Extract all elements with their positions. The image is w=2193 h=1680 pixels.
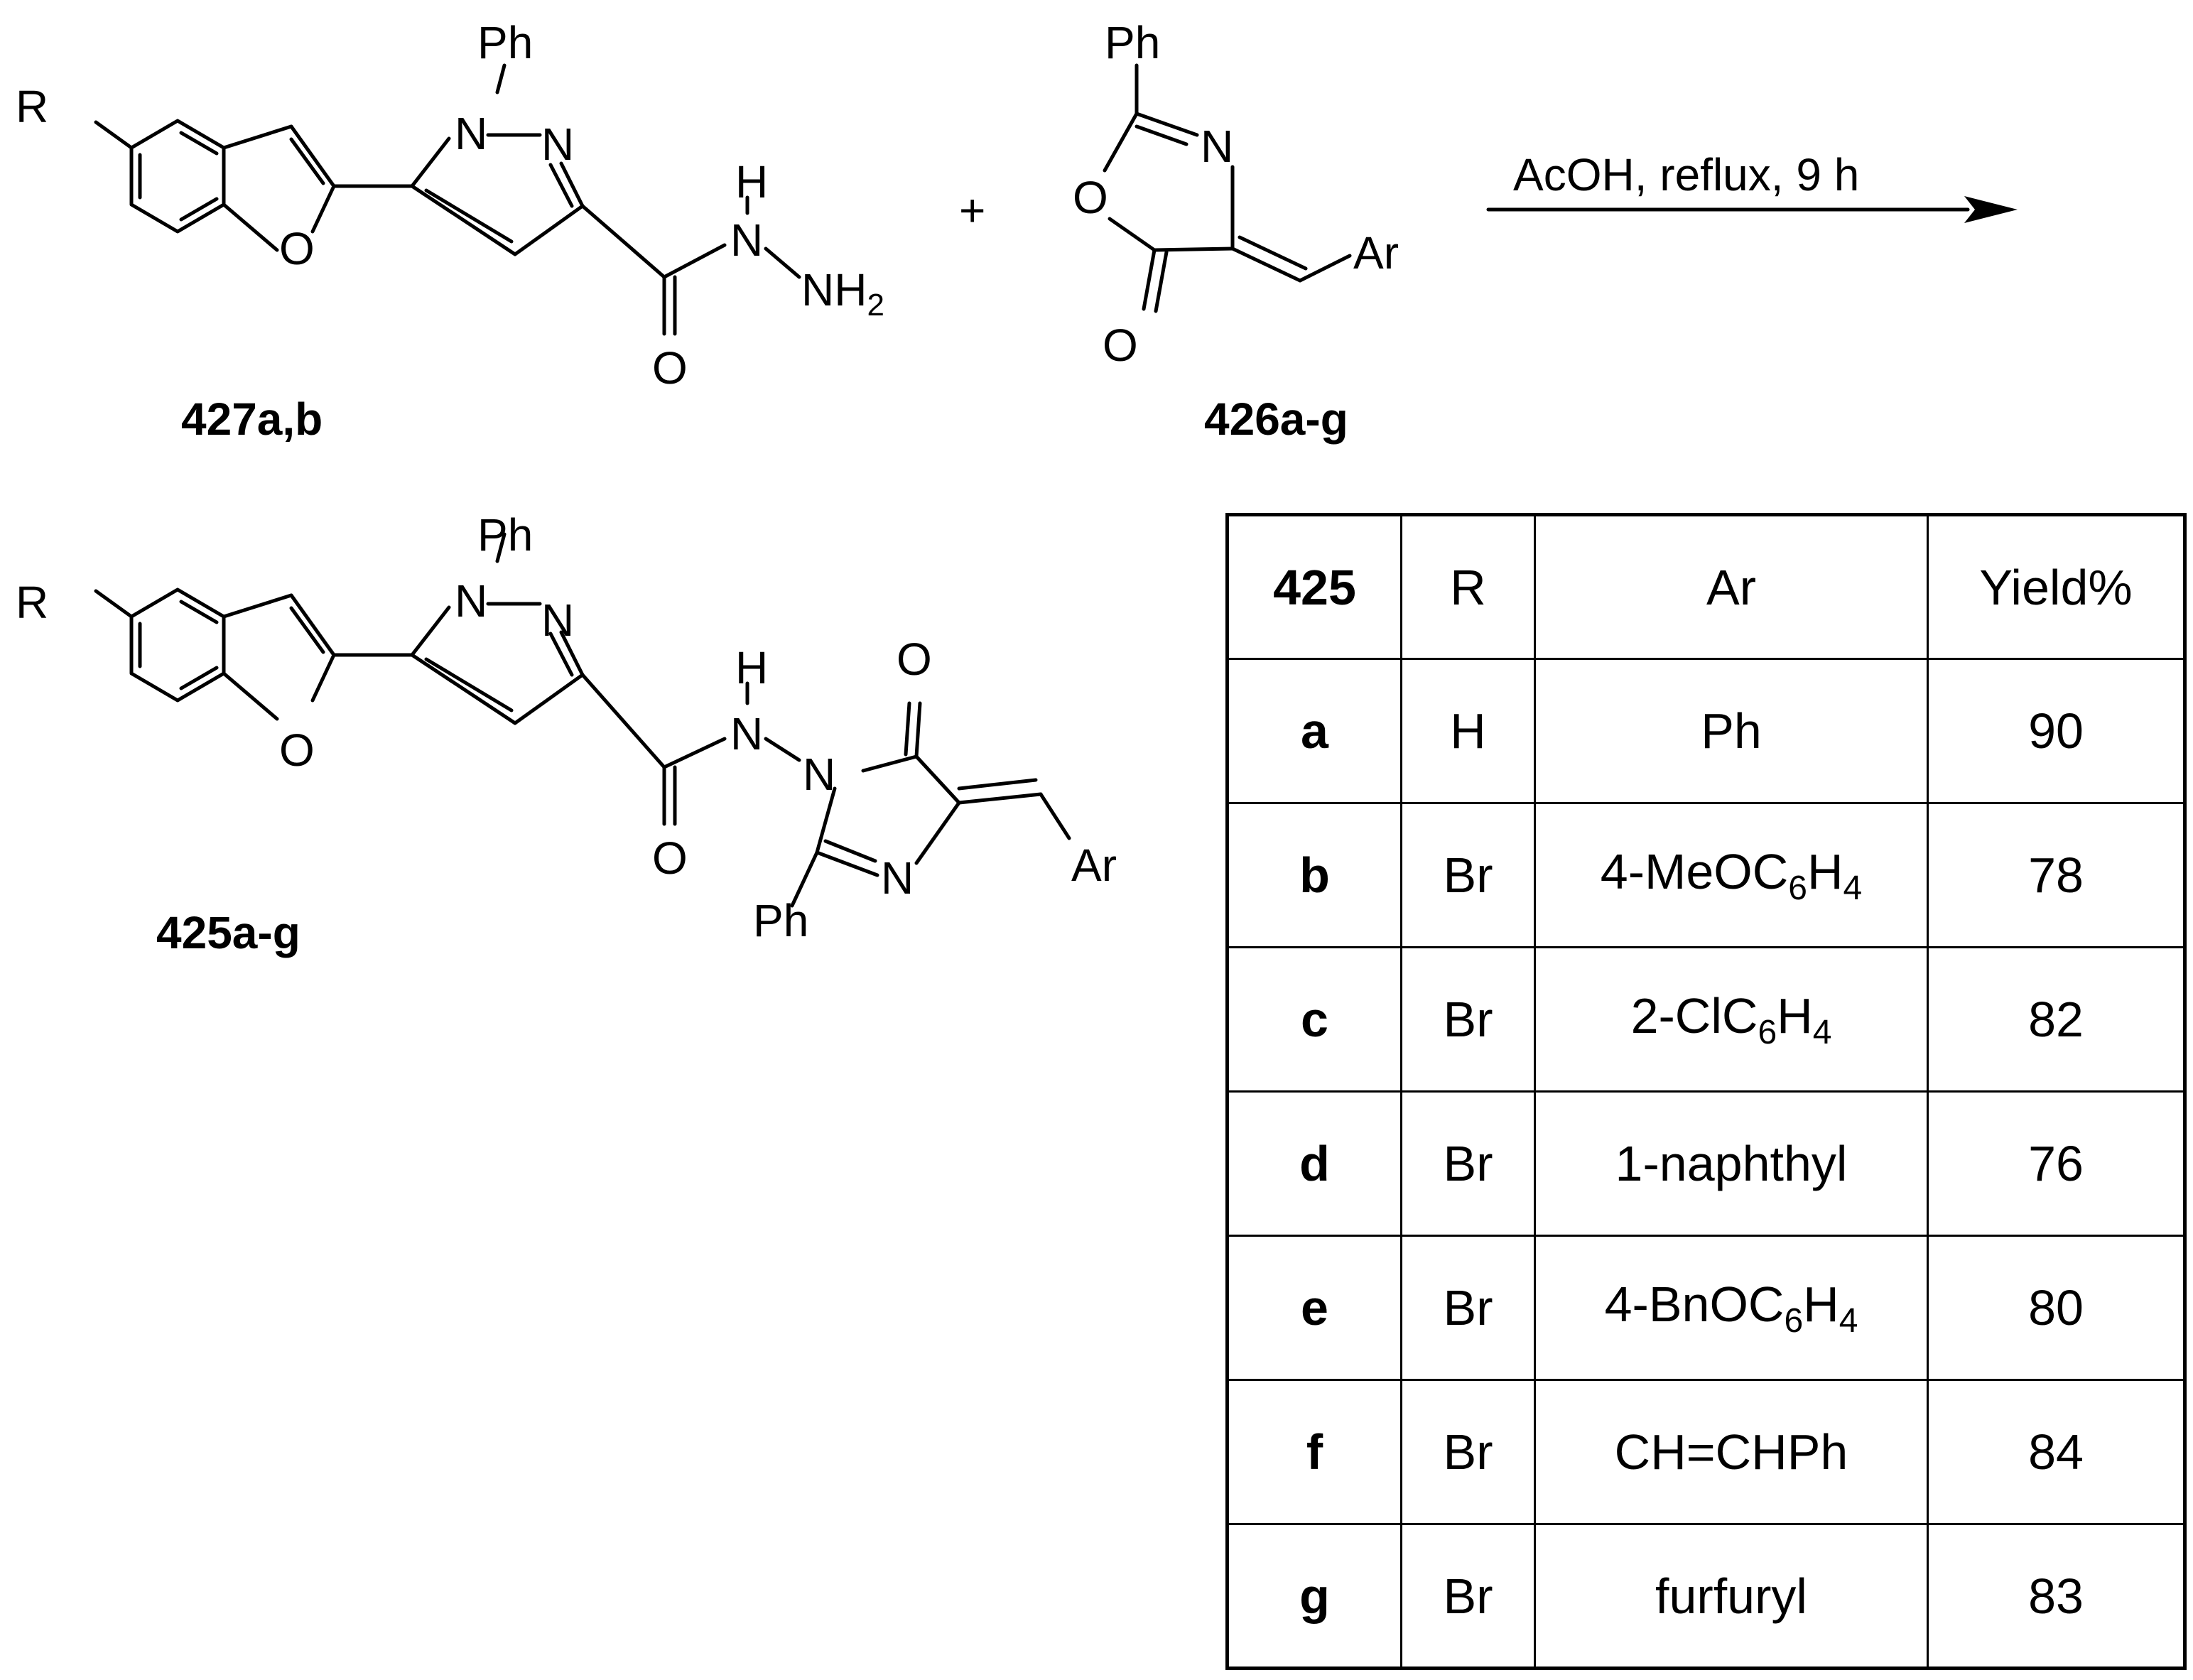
cell-entry: b	[1226, 802, 1402, 948]
cell-yield: 82	[1927, 946, 2186, 1093]
ar-text: 2-ClC	[1630, 987, 1758, 1044]
reaction-arrow-head	[1964, 196, 2018, 223]
atom-n2: N	[541, 595, 574, 646]
nh2-main: NH	[801, 264, 867, 315]
atom-n1: N	[455, 108, 487, 159]
ar-subscript: 4	[1843, 869, 1863, 907]
cell-entry: e	[1226, 1235, 1402, 1381]
cell-r: H	[1400, 658, 1536, 804]
cell-r: Br	[1400, 1090, 1536, 1237]
cell-yield: 76	[1927, 1090, 2186, 1237]
header-r: R	[1400, 514, 1536, 660]
atom-ar: Ar	[1071, 840, 1117, 891]
reaction-conditions: AcOH, reflux, 9 h	[1513, 149, 1859, 200]
atom-nh2: NH2	[801, 264, 884, 323]
atom-n-hydrazide: N	[730, 215, 763, 266]
cell-ar: Ph	[1534, 658, 1929, 804]
ar-text: 4-MeOC	[1600, 843, 1789, 899]
cell-entry: c	[1226, 946, 1402, 1093]
cell-yield: 90	[1927, 658, 2186, 804]
atom-n1: N	[455, 575, 487, 627]
atom-ph: Ph	[477, 509, 533, 560]
cell-ar: 4-BnOC6H4	[1534, 1235, 1929, 1381]
cell-ar: 1-naphthyl	[1534, 1090, 1929, 1237]
atom-n-imidazolone-1: N	[803, 749, 835, 800]
cell-yield: 83	[1927, 1523, 2186, 1669]
cell-yield: 80	[1927, 1235, 2186, 1381]
ar-subscript: 6	[1784, 1301, 1804, 1340]
reactant-426-structure	[1103, 63, 1352, 313]
ar-subscript: 4	[1839, 1301, 1858, 1340]
ar-text: H	[1807, 843, 1843, 899]
plus-sign: +	[959, 185, 985, 236]
atom-ar: Ar	[1353, 227, 1399, 278]
cell-ar: 2-ClC6H4	[1534, 946, 1929, 1093]
reactant-427-structure	[94, 63, 801, 336]
ar-text: H	[1803, 1276, 1839, 1332]
compound-label-427: 427a,b	[181, 394, 323, 445]
product-425-structure	[94, 532, 1071, 908]
atom-o-amide: O	[652, 833, 688, 884]
cell-entry: g	[1226, 1523, 1402, 1669]
compound-label-426: 426a-g	[1204, 394, 1348, 445]
cell-ar: CH=CHPh	[1534, 1379, 1929, 1525]
atom-ph-imidazolone: Ph	[753, 895, 808, 946]
cell-r: Br	[1400, 1379, 1536, 1525]
cell-r: Br	[1400, 802, 1536, 948]
cell-yield: 78	[1927, 802, 2186, 948]
atom-h: H	[735, 642, 768, 693]
cell-r: Br	[1400, 1523, 1536, 1669]
atom-ph: Ph	[477, 17, 533, 68]
ar-text: H	[1777, 987, 1813, 1044]
atom-r: R	[16, 577, 48, 628]
header-yield: Yield%	[1927, 514, 2186, 660]
ar-subscript: 6	[1788, 869, 1807, 907]
cell-entry: f	[1226, 1379, 1402, 1525]
compound-label-425: 425a-g	[156, 907, 300, 958]
atom-n-amide: N	[730, 708, 763, 759]
atom-n-imidazolone-3: N	[881, 852, 914, 904]
cell-entry: d	[1226, 1090, 1402, 1237]
atom-ph: Ph	[1105, 17, 1160, 68]
cell-ar: furfuryl	[1534, 1523, 1929, 1669]
atom-n: N	[1201, 121, 1233, 172]
atom-o-furan: O	[279, 725, 315, 776]
cell-yield: 84	[1927, 1379, 2186, 1525]
atom-r: R	[16, 81, 48, 132]
atom-o-ring: O	[1073, 172, 1108, 223]
nh2-subscript: 2	[867, 288, 884, 323]
cell-r: Br	[1400, 1235, 1536, 1381]
atom-o-carbonyl: O	[652, 342, 688, 394]
cell-r: Br	[1400, 946, 1536, 1093]
ar-text: 4-BnOC	[1604, 1276, 1785, 1332]
cell-entry: a	[1226, 658, 1402, 804]
atom-h: H	[735, 156, 768, 207]
atom-o-carbonyl: O	[1103, 320, 1138, 371]
atom-o-imidazolone: O	[897, 634, 932, 685]
atom-n2: N	[541, 119, 574, 170]
header-ar: Ar	[1534, 514, 1929, 660]
cell-ar: 4-MeOC6H4	[1534, 802, 1929, 948]
table-header-row: 425 R Ar Yield%	[1226, 514, 2186, 660]
header-compound: 425	[1226, 514, 1402, 660]
ar-subscript: 4	[1812, 1013, 1832, 1051]
ar-subscript: 6	[1758, 1013, 1777, 1051]
atom-o-furan: O	[279, 223, 315, 274]
